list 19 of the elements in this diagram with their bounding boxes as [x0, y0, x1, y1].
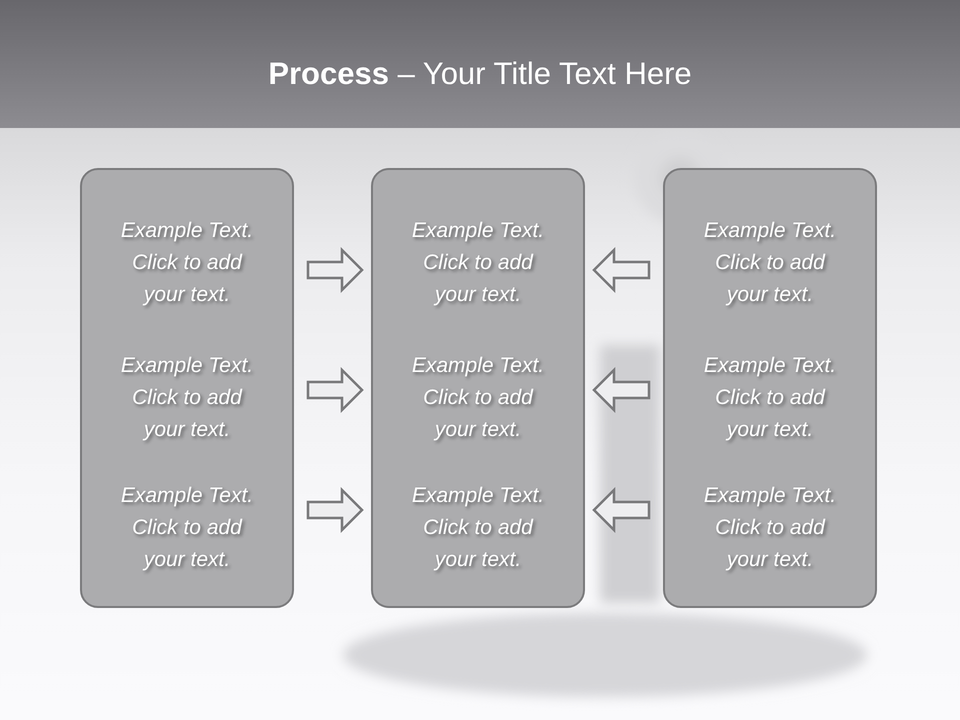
block-arrow	[306, 486, 364, 534]
panel-text: Example Text. Click to add your text.	[702, 483, 838, 573]
panel-text: Example Text. Click to add your text.	[120, 218, 254, 308]
rounded-panel	[80, 168, 294, 608]
block-arrow	[592, 486, 650, 534]
panel-text: Example Text. Click to add your text.	[410, 218, 546, 308]
panel-text: Example Text. Click to add your text.	[120, 353, 254, 443]
block-arrow	[306, 246, 364, 294]
rounded-panel	[663, 168, 877, 608]
rounded-panel	[371, 168, 585, 608]
panel-text: Example Text. Click to add your text.	[702, 353, 838, 443]
panel-text: Example Text. Click to add your text.	[410, 483, 546, 573]
panel-text: Example Text. Click to add your text.	[120, 483, 254, 573]
block-arrow	[592, 366, 650, 414]
panel-text: Example Text. Click to add your text.	[410, 353, 546, 443]
slide-title: Process – Your Title Text Here	[268, 54, 692, 93]
block-arrow	[306, 366, 364, 414]
panel-text: Example Text. Click to add your text.	[702, 218, 838, 308]
block-arrow	[592, 246, 650, 294]
